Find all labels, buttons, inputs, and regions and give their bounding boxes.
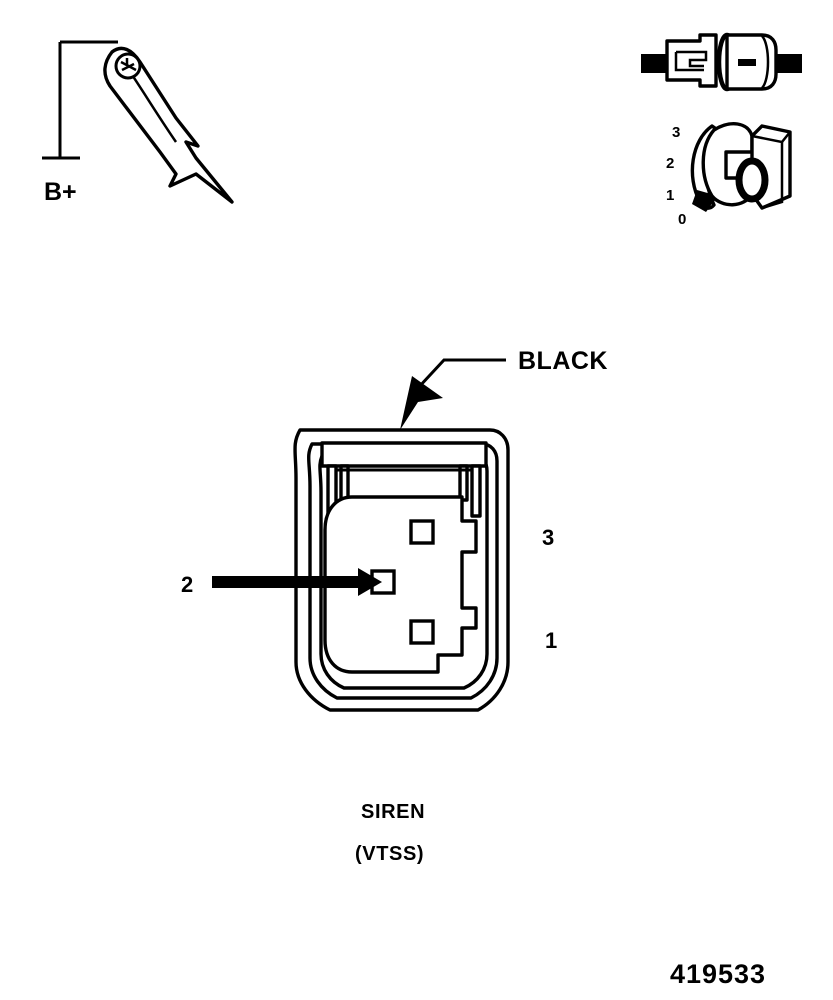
black-wire-label: BLACK — [518, 347, 608, 375]
connector-title-line-1: SIREN — [361, 801, 425, 823]
b-plus-label: B+ — [44, 178, 77, 206]
connector-slot-mark — [738, 59, 756, 66]
test-probe-group: B+ — [42, 40, 234, 206]
pin-cavity-1 — [409, 619, 435, 645]
pin-2-callout — [212, 568, 382, 596]
key-mark-0: 0 — [678, 211, 686, 228]
pin-2-label: 2 — [181, 572, 193, 597]
latch-rail-right-outer — [470, 464, 482, 518]
inline-connector-group — [641, 32, 802, 92]
figure-number: 419533 — [670, 959, 766, 989]
black-wire-callout — [400, 358, 506, 430]
b-plus-bracket-icon — [42, 40, 118, 160]
probe-body-icon — [103, 46, 234, 204]
keyed-terminal-group: 3 2 1 0 — [666, 122, 792, 228]
pin-1-label: 1 — [545, 628, 557, 653]
terminal-zero-glyph — [735, 157, 769, 203]
key-mark-1: 1 — [666, 187, 674, 204]
key-mark-2: 2 — [666, 155, 674, 172]
key-mark-3: 3 — [672, 124, 680, 141]
right-wire-stub — [776, 54, 802, 73]
siren-connector-group: BLACK 2 3 1 — [181, 347, 608, 712]
pin-3-label: 3 — [542, 525, 554, 550]
latch-bar — [320, 441, 488, 468]
pin-cavity-3 — [409, 519, 435, 545]
connector-cavity — [323, 495, 478, 674]
left-wire-stub — [641, 54, 669, 73]
latch-rail-right-inner — [458, 464, 469, 502]
black-wire-arrowhead — [400, 376, 443, 430]
connector-title-line-2: (VTSS) — [355, 843, 424, 865]
pin-2-arrow — [212, 568, 382, 596]
